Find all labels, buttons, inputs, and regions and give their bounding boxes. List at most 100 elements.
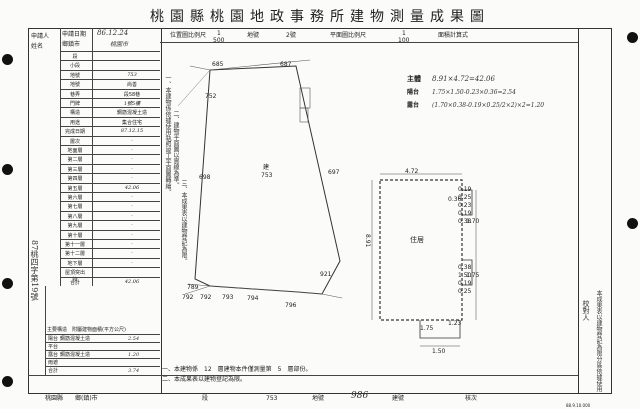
left-row-divider bbox=[60, 192, 160, 193]
left-row-value: 42.06 bbox=[124, 278, 140, 285]
accessory-row-divider bbox=[45, 350, 160, 351]
left-row-divider bbox=[60, 229, 160, 231]
left-row-value: · bbox=[131, 203, 133, 210]
left-row-label: 小段 bbox=[69, 63, 80, 70]
accessory-row-value: 2.54 bbox=[128, 336, 140, 342]
site-label-794: 794 bbox=[247, 295, 259, 302]
left-row-divider bbox=[60, 182, 160, 184]
floor-height: 8.91 bbox=[364, 234, 371, 248]
left-row-label: 門牌 bbox=[69, 101, 80, 107]
formula-balcony-expr: 1.75×1.50-0.23×0.36=2.54 bbox=[432, 89, 516, 96]
left-row-label: 第七層 bbox=[67, 204, 83, 211]
left-row-value: · bbox=[131, 259, 133, 266]
formula-balcony-label: 陽台 bbox=[407, 89, 420, 96]
surname-label: 姓名 bbox=[31, 43, 44, 50]
floor-plan bbox=[371, 173, 477, 347]
footer-divider bbox=[28, 375, 578, 376]
left-row-label: 地號 bbox=[69, 72, 80, 79]
left-row-divider bbox=[60, 173, 160, 175]
accessory-row-divider bbox=[45, 334, 160, 335]
left-row-divider bbox=[60, 257, 160, 259]
left-row-value: · bbox=[131, 194, 133, 200]
left-row-value: 1號5樓 bbox=[123, 101, 141, 107]
left-row-divider bbox=[60, 107, 160, 109]
site-label-796: 796 bbox=[285, 302, 297, 309]
left-row-value: 尚善 bbox=[126, 82, 137, 89]
left-row-label: 第三層 bbox=[67, 166, 83, 173]
print-date: 88.9.10.000 bbox=[566, 403, 591, 408]
left-row-label: 第十層 bbox=[67, 232, 83, 239]
left-row-divider bbox=[60, 248, 160, 250]
sidebar-vertical-text: 87桃四字第19號 bbox=[30, 240, 39, 301]
left-row-label: 地面層 bbox=[67, 148, 83, 154]
document-title: 桃園縣桃園地政事務所建物測量成果圖 bbox=[150, 9, 490, 25]
left-row-label: 段 bbox=[72, 54, 78, 60]
binder-hole bbox=[2, 376, 13, 387]
left-row-label: 第二層 bbox=[67, 157, 83, 164]
left-row-divider bbox=[60, 201, 160, 203]
accessory-row-structure: 鋼筋混凝土造 bbox=[60, 352, 91, 358]
left-row-divider bbox=[60, 126, 160, 128]
left-row-label: 層次 bbox=[69, 138, 80, 145]
site-label-752: 752 bbox=[205, 93, 217, 100]
left-row-divider bbox=[60, 88, 160, 90]
left-row-divider bbox=[60, 163, 160, 165]
left-row-value: 段58巷 bbox=[123, 91, 141, 98]
left-row-label: 構造 bbox=[69, 110, 80, 117]
left-row-value: · bbox=[131, 137, 133, 144]
location-scale-num: 1 bbox=[217, 30, 221, 37]
accessory-row-label: 露台 bbox=[48, 352, 59, 358]
floor-dim: 0.25 bbox=[458, 194, 472, 201]
date-value: 86.12.24 bbox=[97, 29, 129, 37]
right-stamp-column bbox=[578, 28, 612, 394]
binder-hole bbox=[2, 164, 13, 175]
floor-dim: 0.19 bbox=[458, 186, 472, 193]
accessory-row-value: 1.20 bbox=[128, 352, 140, 358]
left-row-divider bbox=[60, 154, 160, 156]
left-panel bbox=[28, 28, 162, 394]
accessory-row-label: 雨遮 bbox=[48, 360, 59, 366]
left-row-divider bbox=[60, 135, 160, 137]
left-row-value: · bbox=[131, 175, 133, 182]
right-vertical-note: 本成果表以建物登記為限分區依據使用 bbox=[595, 290, 602, 392]
left-row-divider bbox=[60, 69, 160, 71]
site-plan bbox=[177, 59, 343, 299]
floor-dim: 0.23 bbox=[458, 202, 472, 209]
note-vertical-1: 一、本建物係依據使用執照竣工平面圖轉繪。 bbox=[164, 75, 171, 195]
site-label-698: 698 bbox=[199, 174, 211, 181]
site-label-792b: 792 bbox=[182, 294, 194, 301]
plan-scale-label: 平面圖比例尺 bbox=[330, 32, 367, 39]
left-row-value: · bbox=[131, 156, 133, 163]
footer-section-value: 753 bbox=[266, 395, 278, 402]
footer-checker-label: 核次 bbox=[465, 395, 478, 402]
left-row-label: 第十二層 bbox=[64, 251, 85, 258]
binder-hole bbox=[2, 278, 13, 289]
left-row-value: · bbox=[131, 250, 133, 257]
location-scale-label: 位置圖比例尺 bbox=[170, 32, 207, 39]
site-label-789: 789 bbox=[187, 284, 199, 291]
left-row-label: 用途 bbox=[69, 119, 80, 126]
parcel-label: 建 bbox=[263, 164, 270, 171]
formula-main-expr: 8.91×4.72=42.06 bbox=[432, 75, 495, 83]
right-stamp: 校對人 bbox=[582, 300, 590, 321]
footer-landno-label: 地號 bbox=[312, 395, 325, 402]
accessory-row-label: 陽台 bbox=[48, 336, 59, 342]
area-formula-label: 面積計算式 bbox=[438, 32, 469, 39]
left-row-label: 巷弄 bbox=[69, 91, 80, 98]
left-row-value: · bbox=[131, 231, 133, 238]
left-col-divider bbox=[92, 28, 93, 286]
floor-width: 4.72 bbox=[405, 168, 419, 175]
floor-dim: 1.75 bbox=[466, 272, 480, 279]
left-row-divider bbox=[60, 276, 160, 278]
floor-room-label: 住居 bbox=[410, 236, 424, 244]
site-label-792a: 792 bbox=[200, 294, 212, 301]
binder-hole bbox=[627, 32, 638, 43]
floor-dim: 1.70 bbox=[466, 218, 480, 225]
left-row-value: 753 bbox=[127, 71, 137, 78]
left-row-divider bbox=[60, 60, 160, 62]
site-label-921: 921 bbox=[320, 271, 332, 278]
site-label-687: 687 bbox=[280, 61, 292, 68]
left-row-divider bbox=[60, 116, 160, 118]
left-row-value: · bbox=[131, 165, 133, 172]
plan-scale-den: 100 bbox=[398, 37, 410, 44]
